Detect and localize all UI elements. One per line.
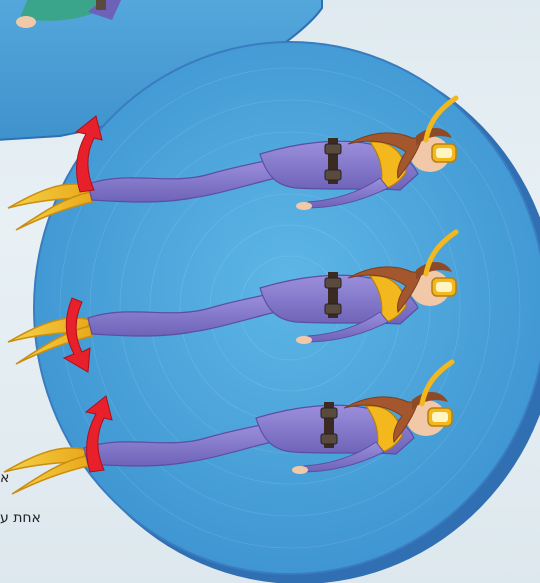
caption-line: אחת ע [0,510,72,526]
caption-line: א [0,470,34,486]
